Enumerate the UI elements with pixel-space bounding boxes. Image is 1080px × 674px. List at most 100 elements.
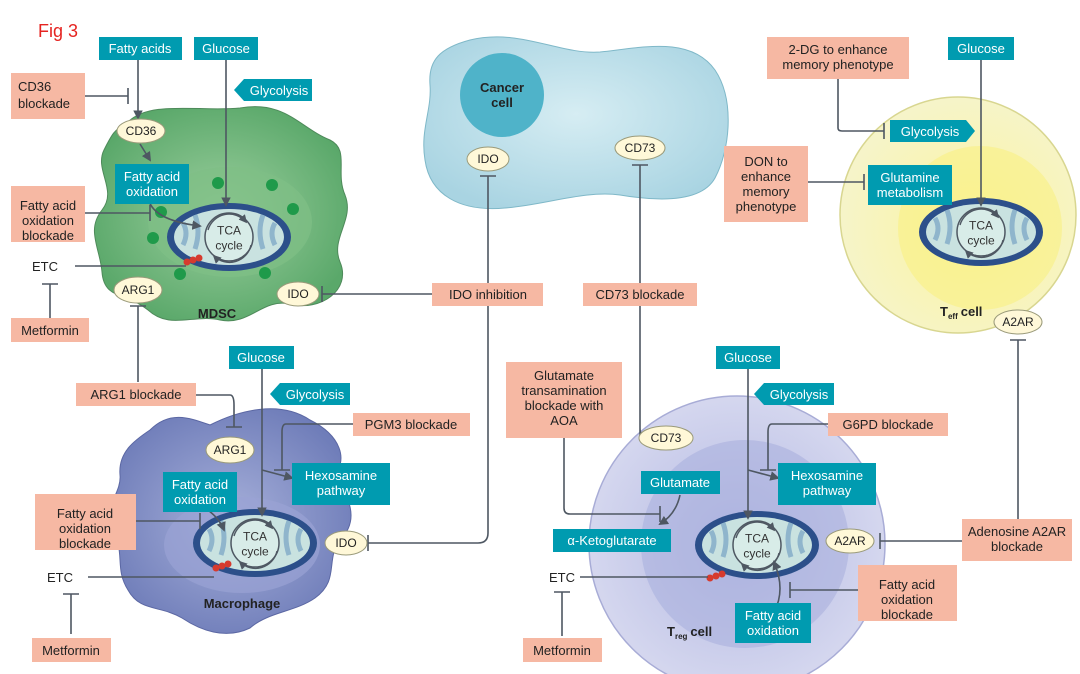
- alpha-kg-label: α-Ketoglutarate: [567, 533, 656, 548]
- etc-complexes: [183, 254, 726, 582]
- inhibit-ido-inhibition-cancer: [480, 175, 496, 284]
- fao-treg-box: [735, 603, 811, 643]
- metformin-treg-box: [523, 638, 602, 662]
- two-dg-box: [767, 37, 909, 79]
- inhibit-adenosine-treg: [879, 533, 962, 549]
- metformin-mdsc-box: [11, 318, 89, 342]
- ido-cancer-oval: [466, 146, 510, 172]
- glutamate-box: [641, 471, 720, 494]
- arrow-glutamate-akg: [658, 494, 681, 526]
- glycolysis-macrophage-label: Glycolysis: [286, 387, 345, 402]
- etc-macrophage-label: ETC: [47, 570, 73, 585]
- ido-macrophage-oval: [324, 530, 368, 556]
- cd36-mdsc-label: CD36: [126, 124, 157, 138]
- glycolysis-treg-label: Glycolysis: [770, 387, 829, 402]
- don-box: [724, 146, 808, 222]
- inhibit-adenosine-teff: [1010, 339, 1026, 520]
- glucose-teff-box: [948, 37, 1014, 60]
- inhibit-cd73-blockade-treg: [639, 304, 649, 439]
- fatty-acids-label: Fatty acids: [109, 41, 172, 56]
- inhibit-g6pd: [760, 423, 828, 471]
- ido-mdsc-oval: [276, 281, 320, 307]
- inhibit-ido-inhibition-macrophage: [367, 304, 489, 551]
- fatty-acids-box: [99, 37, 182, 60]
- inhibit-metformin-mdsc: [42, 283, 58, 318]
- cd73-blockade-label: CD73 blockade: [596, 287, 685, 302]
- inhibit-pgm3: [274, 423, 354, 471]
- adenosine-blockade-box: [962, 519, 1072, 561]
- glycolysis-teff-label: Glycolysis: [901, 124, 960, 139]
- arg1-macrophage-oval: [205, 436, 255, 464]
- etc-mdsc-label: ETC: [32, 259, 58, 274]
- mdsc-label: MDSC: [198, 306, 237, 321]
- arg1-mdsc-oval: [113, 276, 163, 304]
- figure-label: Fig 3: [38, 21, 78, 41]
- cd73-blockade-box: [583, 283, 697, 306]
- glucose-treg-label: Glucose: [724, 350, 772, 365]
- arrow-cd36-fao: [139, 143, 152, 162]
- ido-mdsc-label: IDO: [287, 287, 308, 301]
- glucose-macrophage-box: [229, 346, 294, 369]
- inhibit-metformin-macrophage: [63, 593, 79, 634]
- glutamine-box: [868, 165, 952, 205]
- fao-blockade-treg-box: [858, 565, 957, 621]
- glucose-macrophage-label: Glucose: [237, 350, 285, 365]
- inhibit-cd73-blockade-cancer: [632, 164, 648, 284]
- metformin-macrophage-box: [32, 638, 111, 662]
- tca-cycle-arrows: [207, 208, 1004, 572]
- arg1-macrophage-label: ARG1: [214, 443, 247, 457]
- inhibit-fao-macrophage: [136, 513, 201, 529]
- alpha-kg-box: [553, 529, 671, 552]
- ido-inhibition-label: IDO inhibition: [449, 287, 527, 302]
- glucose-mdsc-box: [194, 37, 258, 60]
- hexosamine-macrophage-box: [292, 463, 390, 505]
- a2ar-treg-oval: [825, 528, 875, 554]
- ido-cancer-label: IDO: [477, 152, 498, 166]
- metformin-treg-label: Metformin: [533, 643, 591, 658]
- glycolysis-mdsc-box: [234, 79, 312, 101]
- inhibit-2dg: [837, 78, 885, 139]
- glycolysis-treg-box: [754, 383, 834, 405]
- inhibit-don: [808, 174, 865, 190]
- pgm3-blockade-box: [353, 413, 470, 436]
- cancer-cell: [423, 36, 729, 210]
- a2ar-treg-label: A2AR: [834, 534, 866, 548]
- ido-macrophage-label: IDO: [335, 536, 356, 550]
- a2ar-teff-label: A2AR: [1002, 315, 1034, 329]
- arg1-blockade-box: [76, 383, 196, 406]
- glucose-mdsc-label: Glucose: [202, 41, 250, 56]
- cancer-nucleus: [460, 53, 544, 137]
- inhibit-fao-treg: [789, 582, 858, 598]
- inhibit-metformin-treg: [554, 591, 570, 636]
- glycolysis-mdsc-label: Glycolysis: [250, 83, 309, 98]
- inhibit-arg1-blockade-mdsc: [130, 305, 146, 382]
- inhibit-arg1-blockade-macrophage: [196, 394, 242, 428]
- cd73-treg-label: CD73: [651, 431, 682, 445]
- g6pd-blockade-box: [828, 413, 948, 436]
- fao-blockade-mdsc-box: [11, 186, 85, 242]
- ido-inhibition-box: [432, 283, 543, 306]
- fao-mdsc-box: [115, 164, 189, 204]
- pgm3-blockade-label: PGM3 blockade: [365, 417, 458, 432]
- arrow-glucose-hexosamine-macrophage: [261, 469, 294, 481]
- glutamate-label: Glutamate: [650, 475, 710, 490]
